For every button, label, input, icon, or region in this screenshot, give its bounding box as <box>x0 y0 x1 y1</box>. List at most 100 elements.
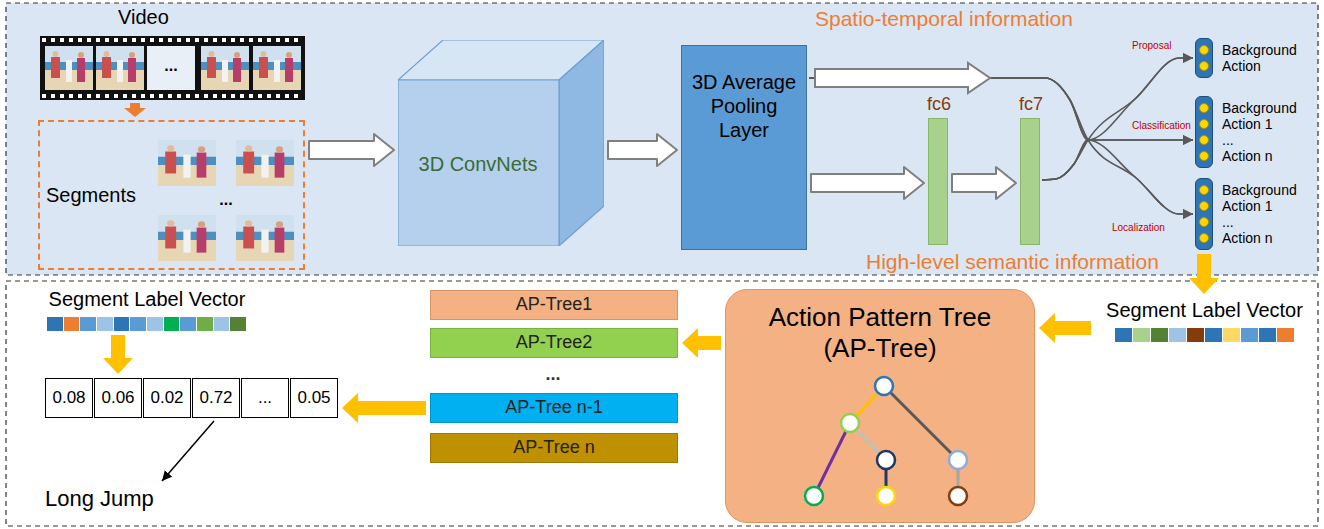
fc-layer: fc6 <box>928 118 948 245</box>
class-name: Action 1 <box>1222 198 1297 214</box>
layer-name: fc7 <box>1019 94 1043 116</box>
box-title: Action Pattern Tree (AP-Tree) <box>755 302 1005 364</box>
flow-arrow <box>103 335 133 374</box>
cube-front <box>398 80 559 246</box>
probability-value: 0.08 <box>52 388 85 408</box>
video-frame <box>96 46 144 90</box>
probability-value: 0.02 <box>150 388 183 408</box>
vector-cell <box>1115 328 1133 342</box>
ap-tree-item: AP-Tree2 <box>430 328 678 358</box>
probability-value: 0.72 <box>199 388 232 408</box>
vector-title: Segment Label Vector <box>1095 298 1314 322</box>
output-dot <box>1199 119 1209 129</box>
probability-value: 0.05 <box>297 388 330 408</box>
tree-node <box>875 377 893 395</box>
hollow-arrow <box>309 134 394 166</box>
tree-branch <box>884 386 958 460</box>
vector-cell <box>1259 328 1277 342</box>
segments-text: ... <box>219 190 232 209</box>
output-dot <box>1199 103 1209 113</box>
flow-arrow <box>682 328 721 358</box>
output-dot <box>1199 61 1209 71</box>
probability-cell: 0.05 <box>290 378 338 418</box>
ap-tree-item: AP-Tree1 <box>430 290 678 320</box>
class-name: ... <box>1222 132 1297 148</box>
hollow-arrow <box>815 63 990 93</box>
segment-thumbnail <box>236 215 294 261</box>
film-strip <box>40 36 305 100</box>
class-name: Background <box>1222 100 1297 116</box>
video-text: ... <box>164 56 177 75</box>
class-name: Action n <box>1222 230 1297 246</box>
label-strip <box>1115 328 1295 342</box>
segment-thumbnail <box>158 215 216 261</box>
class-name: Background <box>1222 42 1297 58</box>
ap-tree-name: AP-Tree1 <box>516 294 592 316</box>
vector-cell <box>114 317 131 331</box>
class-name: ... <box>1222 214 1297 230</box>
leader-arrow <box>162 421 214 481</box>
down-arrow <box>124 103 146 117</box>
ap-tree-item: AP-Tree n <box>430 433 678 463</box>
flow-arrow <box>1039 313 1091 343</box>
vector-cell <box>1133 328 1151 342</box>
probability-cell: 0.72 <box>192 378 240 418</box>
output-dot <box>1199 185 1209 195</box>
cube-side <box>559 40 604 246</box>
tree-node <box>805 487 823 505</box>
output-vector: BackgroundAction 1...Action n <box>1195 178 1213 250</box>
vector-cell <box>130 317 147 331</box>
hollow-arrow <box>952 167 1016 199</box>
convnet-cube: 3D ConvNets <box>398 40 604 246</box>
probability-value: 0.06 <box>101 388 134 408</box>
layer-name: 3D Average Pooling Layer <box>687 70 801 142</box>
vector-cell <box>1223 328 1241 342</box>
video-frame <box>147 46 195 90</box>
flow-arrow <box>342 393 426 423</box>
output-dot <box>1199 201 1209 211</box>
vector-cell <box>64 317 81 331</box>
class-name: Background <box>1222 182 1297 198</box>
vector-cell <box>230 317 247 331</box>
segments-box: Segments... <box>38 120 305 270</box>
vector-cell <box>1277 328 1295 342</box>
vector-cell <box>180 317 197 331</box>
vector-cell <box>80 317 97 331</box>
ap-tree-item: AP-Tree n-1 <box>430 393 678 423</box>
pooling-layer: 3D Average Pooling Layer <box>681 45 807 250</box>
ellipsis-mark: ... <box>545 364 560 386</box>
class-name: Action 1 <box>1222 116 1297 132</box>
bottom-panel <box>6 281 1318 526</box>
video-frame <box>201 46 249 90</box>
ap-tree-name: AP-Tree n-1 <box>505 397 602 419</box>
vector-cell <box>1205 328 1223 342</box>
segment-label-vector: Segment Label Vector <box>40 287 254 331</box>
fc-layer: fc7 <box>1020 118 1040 245</box>
probability-cell: 0.02 <box>143 378 191 418</box>
cube-label: 3D ConvNets <box>419 152 538 176</box>
output-dot <box>1199 45 1209 55</box>
branch-arrow <box>1042 58 1193 180</box>
vector-cell <box>197 317 214 331</box>
tree-branch <box>814 423 850 496</box>
hollow-arrow <box>811 167 924 199</box>
result-label: Long Jump <box>45 486 154 512</box>
cube-outline <box>398 40 604 246</box>
probability-value: ... <box>258 388 272 408</box>
output-dot <box>1199 151 1209 161</box>
probability-cell: 0.08 <box>45 378 93 418</box>
flow-arrow <box>1189 254 1219 294</box>
tree-node <box>877 487 895 505</box>
output-dot <box>1199 135 1209 145</box>
video-strip: Video... <box>40 36 305 100</box>
video-frame <box>253 46 301 90</box>
label-strip <box>47 317 247 331</box>
probability-cell: 0.06 <box>94 378 142 418</box>
vector-title: Segment Label Vector <box>40 287 254 311</box>
annotation-text: Spatio-temporal information <box>815 6 1073 31</box>
vector-cell <box>1169 328 1187 342</box>
ap-tree-box: Action Pattern Tree (AP-Tree) <box>725 289 1035 523</box>
branch-label: Proposal <box>1130 40 1173 52</box>
branch-label: Localization <box>1110 222 1167 234</box>
vector-cell <box>1241 328 1259 342</box>
